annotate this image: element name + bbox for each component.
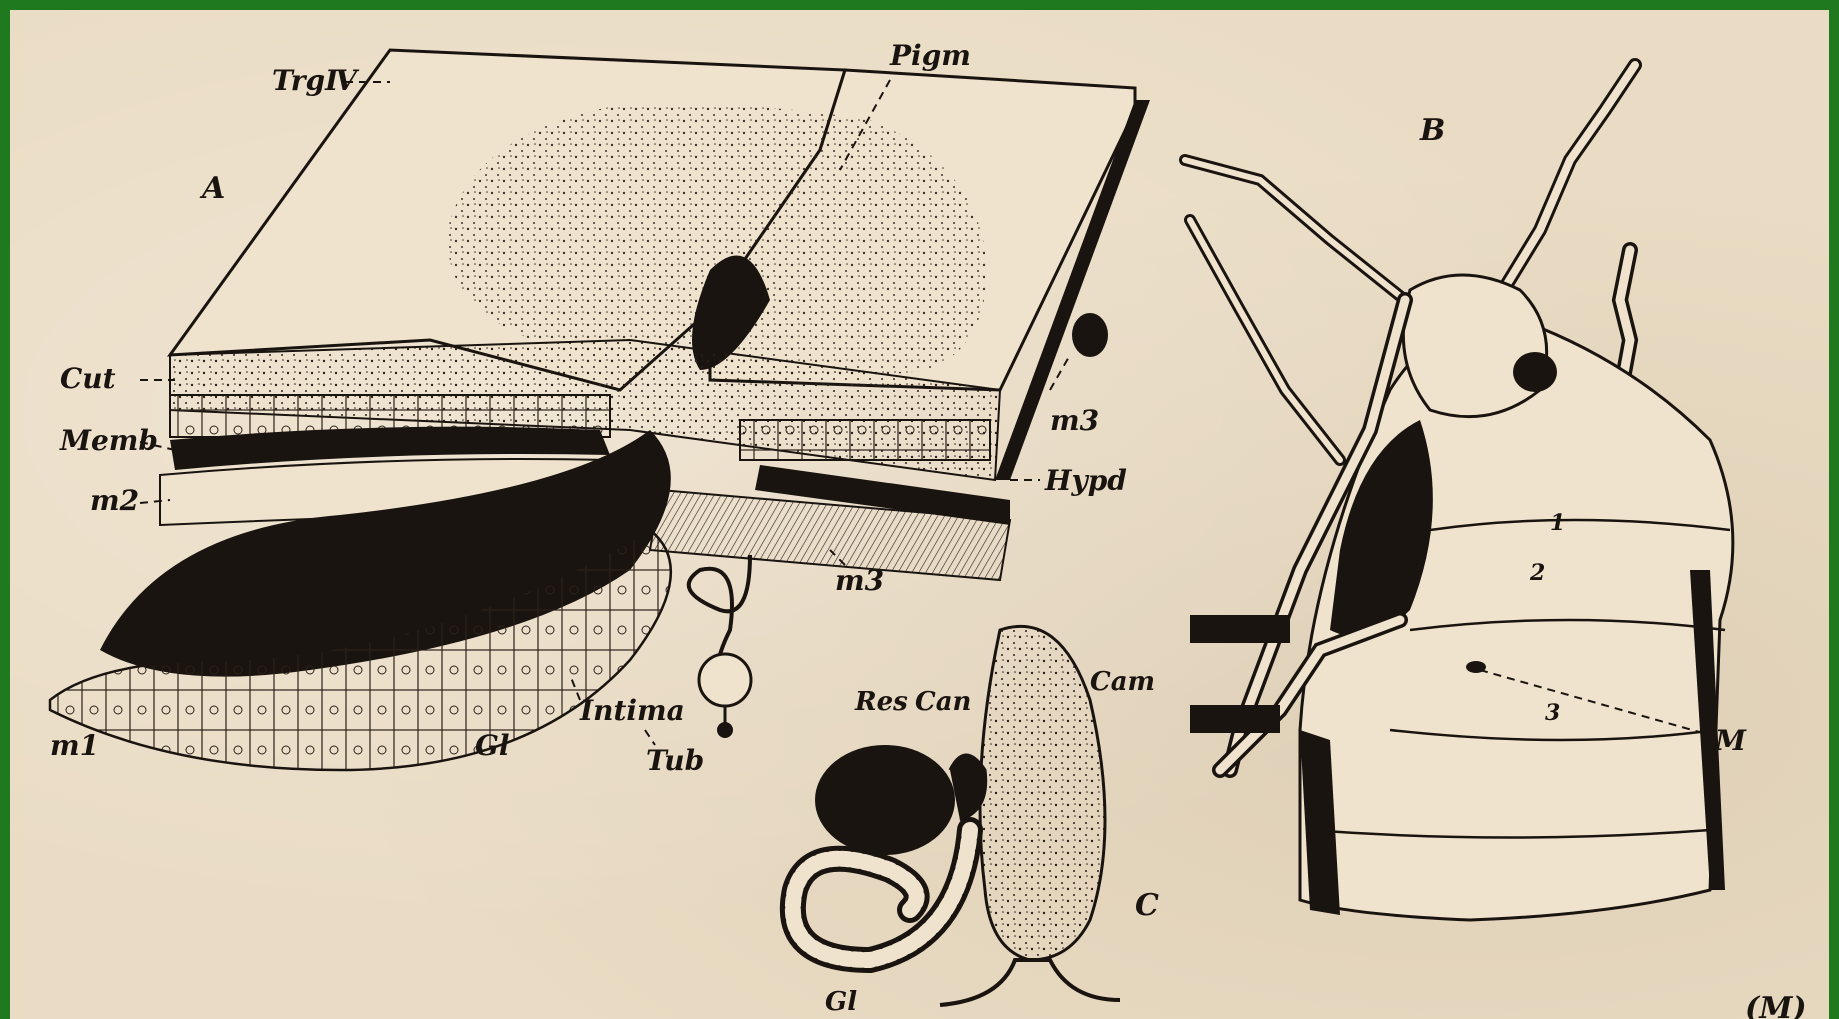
label-res: Res — [854, 687, 908, 717]
label-memb: Memb — [59, 424, 158, 457]
label-m3-upper: m3 — [1050, 404, 1099, 437]
label-trg: TrgⅣ — [272, 64, 360, 97]
hypodermis-row-right — [740, 420, 990, 460]
figure-plate: A B C TrgⅣ Pigm Cut Memb m2 m3 Hypd m3 m… — [10, 10, 1829, 1019]
label-cut: Cut — [60, 362, 116, 395]
head — [1403, 275, 1546, 417]
panel-a-drawing — [50, 50, 1150, 770]
panel-b-drawing — [1185, 65, 1733, 920]
compound-eye — [1513, 352, 1557, 392]
panel-label-b: B — [1419, 113, 1445, 148]
label-m1: m1 — [50, 729, 99, 762]
label-segment-3: 3 — [1545, 700, 1560, 726]
panel-c-drawing — [793, 626, 1120, 1005]
label-m2: m2 — [90, 484, 139, 517]
camera-base — [940, 960, 1120, 1005]
label-segment-2: 2 — [1529, 560, 1545, 586]
label-gl-c: Gl — [825, 987, 857, 1017]
label-hypd: Hypd — [1044, 464, 1127, 497]
label-m-orifice: M — [1714, 724, 1747, 757]
leg-stump-upper — [1190, 615, 1290, 643]
leader-tub — [645, 730, 655, 745]
label-segment-1: 1 — [1550, 510, 1565, 536]
label-cam: Cam — [1090, 667, 1155, 697]
tubule-tip — [717, 722, 733, 738]
camera-sac — [980, 626, 1105, 960]
muscle-stub — [1072, 313, 1108, 357]
label-m3-lower: m3 — [835, 564, 884, 597]
antenna-right-inner — [1485, 65, 1635, 320]
label-intima: Intima — [579, 694, 685, 727]
label-pigm: Pigm — [889, 39, 971, 72]
label-tub: Tub — [646, 744, 704, 777]
plate-drawing: A B C TrgⅣ Pigm Cut Memb m2 m3 Hypd m3 m… — [10, 10, 1829, 1019]
tubule-bulb — [699, 654, 751, 706]
panel-label-a: A — [199, 171, 225, 206]
corner-text: (M) — [1745, 991, 1807, 1019]
label-gl-a: Gl — [475, 729, 510, 762]
panel-label-c: C — [1135, 888, 1159, 923]
reservoir — [815, 745, 955, 855]
tubule-drawing — [689, 555, 751, 738]
label-can: Can — [915, 687, 971, 717]
leg-stump-lower — [1190, 705, 1280, 733]
